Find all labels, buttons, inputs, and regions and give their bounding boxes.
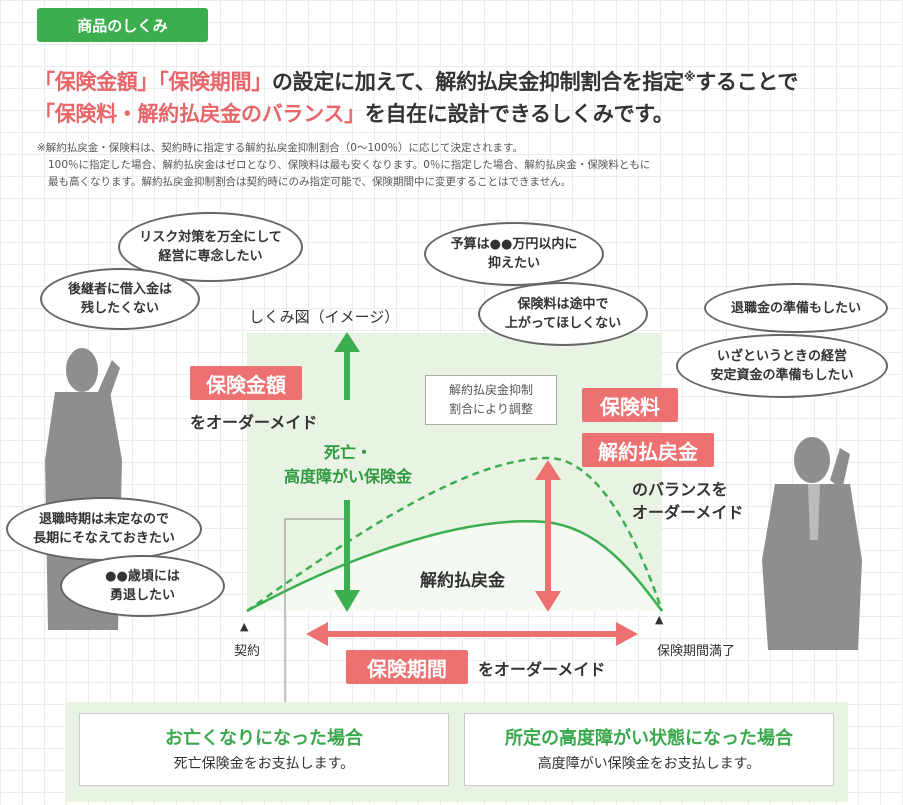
surrender-label: 解約払戻金	[582, 433, 714, 467]
footnote: ※解約払戻金・保険料は、契約時に指定する解約払戻金抑制割合（0～100％）に応じ…	[37, 140, 737, 191]
diagram-title: しくみ図（イメージ）	[249, 308, 400, 326]
bubble-text: 保険料は途中で 上がってほしくない	[504, 297, 622, 331]
bubble-text: 予算は●●万円以内に 抑えたい	[450, 237, 578, 271]
headline-highlight-1: 「保険金額」「保険期間」	[34, 70, 272, 94]
bubble-text: いざというときの経営 安定資金の準備もしたい	[710, 349, 854, 383]
balance-arrow-head-top	[535, 460, 561, 480]
death-benefit-label: 死亡・ 高度障がい保険金	[283, 443, 412, 486]
sum-arrow-head-bottom	[334, 590, 360, 612]
headline-note-mark: ※	[683, 70, 696, 84]
headline-line1: 「保険金額」「保険期間」の設定に加えて、解約払戻金抑制割合を指定※することで	[34, 66, 798, 96]
caption-text: 解約払戻金抑制 割合により調整	[448, 383, 533, 416]
bubble-text: 退職金の準備もしたい	[730, 300, 861, 316]
period-sub: をオーダーメイド	[478, 660, 606, 679]
footnote-line: 最も高くなります。解約払戻金抑制割合は契約時にのみ指定可能で、保険期間中に変更す…	[48, 176, 572, 188]
bubble-text: ●●歳頃には 勇退したい	[105, 569, 180, 603]
balance-arrow-head-bottom	[535, 591, 561, 612]
bubble-text: 後継者に借入金は 残したくない	[67, 282, 172, 316]
headline-tail-1: することで	[695, 70, 799, 94]
headline-text-1: の設定に加えて、解約払戻金抑制割合を指定	[271, 70, 684, 94]
period-label: 保険期間	[346, 650, 468, 684]
surrender-area	[247, 521, 662, 611]
premium-curve	[246, 456, 664, 613]
sum-arrow-head-top	[334, 332, 360, 352]
period-arrow-head-right	[616, 622, 638, 646]
benefit-title: 所定の高度障がい状態になった場合	[505, 728, 793, 749]
end-marker-icon: ▲	[655, 613, 664, 626]
benefit-title: お亡くなりになった場合	[165, 728, 363, 749]
bubble-retirement-prep: 退職金の準備もしたい	[704, 283, 888, 333]
sum-insured-label: 保険金額	[190, 366, 302, 400]
headline-line2: 「保険料・解約払戻金のバランス」を自在に設計できるしくみです。	[34, 98, 674, 128]
benefit-disability: 所定の高度障がい状態になった場合 高度障がい保険金をお支払します。	[464, 713, 834, 786]
bubble-retire-age: ●●歳頃には 勇退したい	[60, 555, 225, 617]
footnote-line: ※解約払戻金・保険料は、契約時に指定する解約払戻金抑制割合（0～100％）に応じ…	[37, 142, 523, 154]
period-arrow-head-left	[306, 622, 328, 646]
end-label: 保険期間満了	[657, 644, 736, 659]
benefit-death: お亡くなりになった場合 死亡保険金をお支払します。	[79, 713, 449, 786]
footnote-line: 100％に指定した場合、解約払戻金はゼロとなり、保険料は最も安くなります。0％に…	[48, 159, 651, 171]
bubble-text: 退職時期は未定なので 長期にそなえておきたい	[33, 512, 175, 546]
start-label: 契約	[234, 644, 261, 659]
bubble-retire-timing: 退職時期は未定なので 長期にそなえておきたい	[6, 497, 202, 561]
headline-highlight-2: 「保険料・解約払戻金のバランス」	[34, 102, 365, 126]
bubble-text: リスク対策を万全にして 経営に専念したい	[139, 230, 282, 264]
bubble-premium-stable: 保険料は途中で 上がってほしくない	[478, 282, 648, 346]
headline-text-2: を自在に設計できるしくみです。	[364, 102, 674, 126]
connector-line	[284, 518, 347, 706]
surrender-curve	[246, 520, 664, 613]
section-tag: 商品のしくみ	[37, 8, 208, 42]
bubble-emergency: いざというときの経営 安定資金の準備もしたい	[676, 334, 888, 398]
bubble-budget: 予算は●●万円以内に 抑えたい	[424, 222, 604, 286]
start-marker-icon: ▲	[240, 620, 249, 633]
bubble-successor: 後継者に借入金は 残したくない	[40, 268, 200, 330]
person-right-icon	[762, 437, 862, 650]
premium-label: 保険料	[582, 388, 678, 422]
adjust-caption: 解約払戻金抑制 割合により調整	[425, 375, 557, 425]
balance-sub: のバランスを オーダーメイド	[632, 480, 744, 522]
benefit-sub: 死亡保険金をお支払します。	[173, 756, 355, 772]
surrender-curve-label: 解約払戻金	[420, 571, 505, 591]
benefit-sub: 高度障がい保険金をお支払します。	[537, 756, 761, 772]
sum-insured-sub: をオーダーメイド	[190, 413, 318, 432]
